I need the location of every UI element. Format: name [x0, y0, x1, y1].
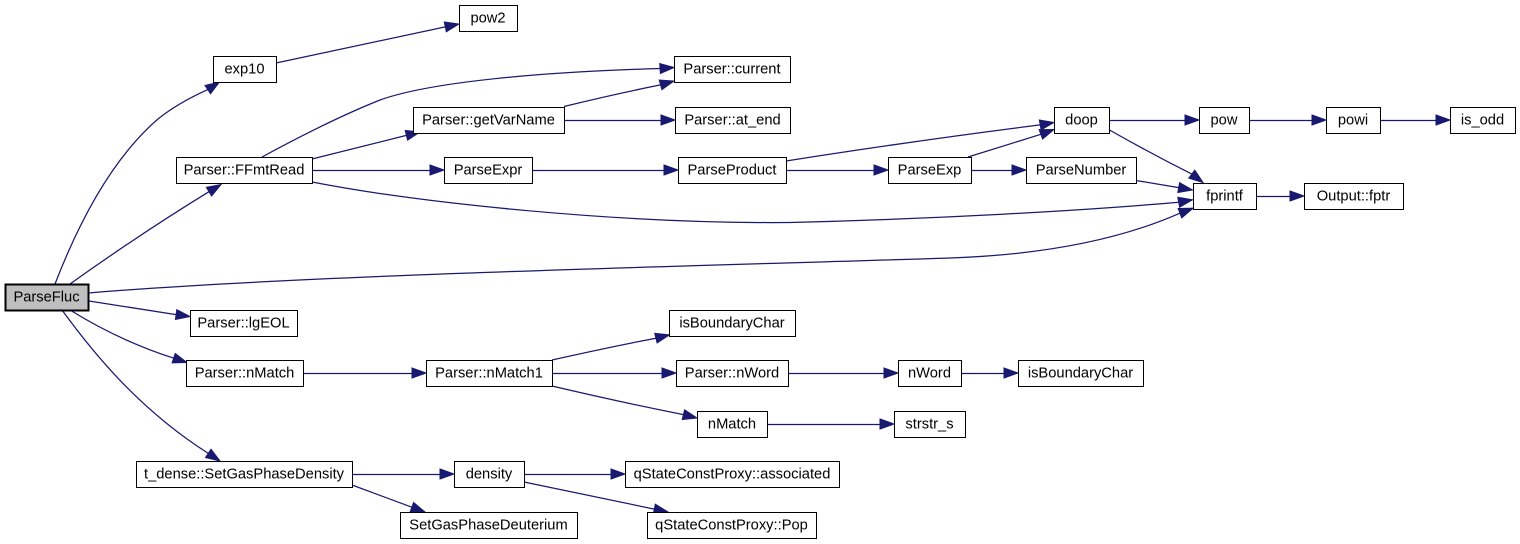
svg-text:strstr_s: strstr_s [905, 416, 953, 432]
svg-text:fprintf: fprintf [1206, 188, 1244, 204]
svg-text:Parser::at_end: Parser::at_end [684, 112, 780, 128]
svg-text:ParseNumber: ParseNumber [1036, 162, 1127, 178]
svg-text:ParseExpr: ParseExpr [454, 162, 523, 178]
svg-text:Parser::current: Parser::current [683, 61, 780, 77]
svg-text:Parser::nMatch: Parser::nMatch [195, 365, 295, 381]
svg-text:Output::fptr: Output::fptr [1317, 188, 1391, 204]
svg-text:doop: doop [1065, 112, 1098, 128]
svg-text:SetGasPhaseDeuterium: SetGasPhaseDeuterium [409, 517, 567, 533]
svg-text:ParseProduct: ParseProduct [688, 162, 777, 178]
svg-text:ParseExp: ParseExp [898, 162, 962, 178]
svg-text:Parser::FFmtRead: Parser::FFmtRead [184, 162, 305, 178]
svg-text:nMatch: nMatch [708, 416, 756, 432]
svg-text:is_odd: is_odd [1461, 112, 1504, 128]
svg-text:isBoundaryChar: isBoundaryChar [1028, 365, 1133, 381]
svg-text:Parser::nMatch1: Parser::nMatch1 [435, 365, 543, 381]
svg-text:ParseFluc: ParseFluc [13, 289, 79, 305]
svg-text:qStateConstProxy::Pop: qStateConstProxy::Pop [655, 517, 808, 533]
svg-text:density: density [466, 466, 513, 482]
svg-text:Parser::lgEOL: Parser::lgEOL [197, 315, 289, 331]
svg-text:pow2: pow2 [470, 10, 505, 26]
svg-text:pow: pow [1211, 112, 1238, 128]
svg-text:t_dense::SetGasPhaseDensity: t_dense::SetGasPhaseDensity [144, 466, 345, 482]
svg-text:nWord: nWord [908, 365, 951, 381]
svg-text:isBoundaryChar: isBoundaryChar [679, 315, 784, 331]
svg-text:exp10: exp10 [224, 61, 264, 77]
svg-text:Parser::getVarName: Parser::getVarName [422, 112, 555, 128]
svg-text:qStateConstProxy::associated: qStateConstProxy::associated [634, 466, 831, 482]
svg-text:Parser::nWord: Parser::nWord [685, 365, 779, 381]
svg-text:powi: powi [1338, 112, 1368, 128]
